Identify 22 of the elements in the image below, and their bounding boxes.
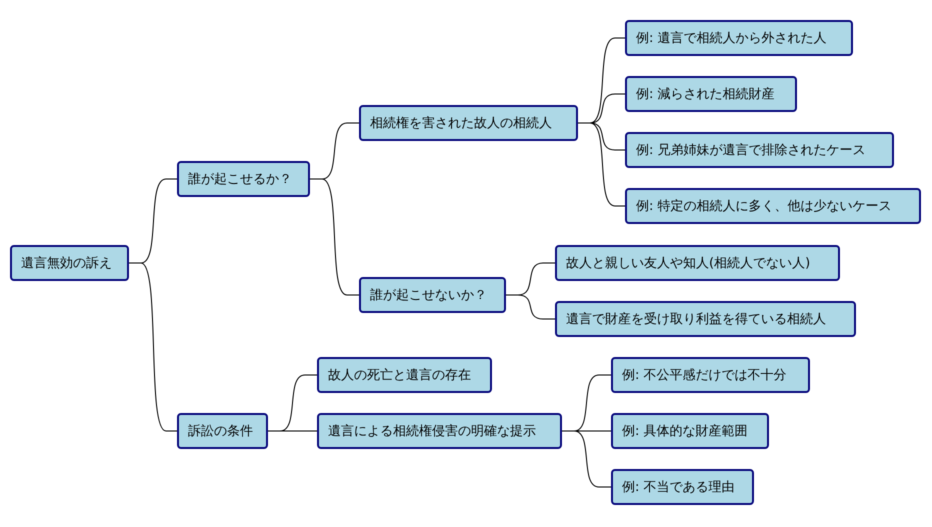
- connector-line: [128, 262, 178, 432]
- connector-line: [310, 178, 360, 296]
- topic-box: 遺言による相続権侵害の明確な提示: [317, 413, 562, 449]
- topic-box: 例: 具体的な財産範囲: [611, 413, 769, 449]
- topic-box: 故人の死亡と遺言の存在: [317, 357, 492, 393]
- topic-box: 遺言無効の訴え: [10, 245, 129, 281]
- topic-box: 例: 減らされた相続財産: [625, 76, 797, 112]
- topic-box: 遺言で財産を受け取り利益を得ている相続人: [555, 301, 856, 337]
- topic-box: 例: 不公平感だけでは不十分: [611, 357, 810, 393]
- connector-line: [268, 430, 318, 432]
- connector-line: [506, 294, 556, 320]
- connector-line: [562, 430, 612, 488]
- topic-box: 誰が起こせるか？: [177, 161, 310, 197]
- topic-box: 例: 兄弟姉妹が遺言で排除されたケース: [625, 132, 894, 168]
- topic-box: 相続権を害された故人の相続人: [359, 105, 578, 141]
- topic-box: 誰が起こせないか？: [359, 277, 506, 313]
- topic-box: 故人と親しい友人や知人(相続人でない人): [555, 245, 840, 281]
- connector-line: [578, 122, 626, 206]
- topic-box: 例: 遺言で相続人から外された人: [625, 20, 853, 56]
- topic-box: 例: 特定の相続人に多く、他は少ないケース: [625, 188, 921, 224]
- topic-box: 訴訟の条件: [177, 413, 268, 449]
- topic-box: 例: 不当である理由: [611, 469, 754, 505]
